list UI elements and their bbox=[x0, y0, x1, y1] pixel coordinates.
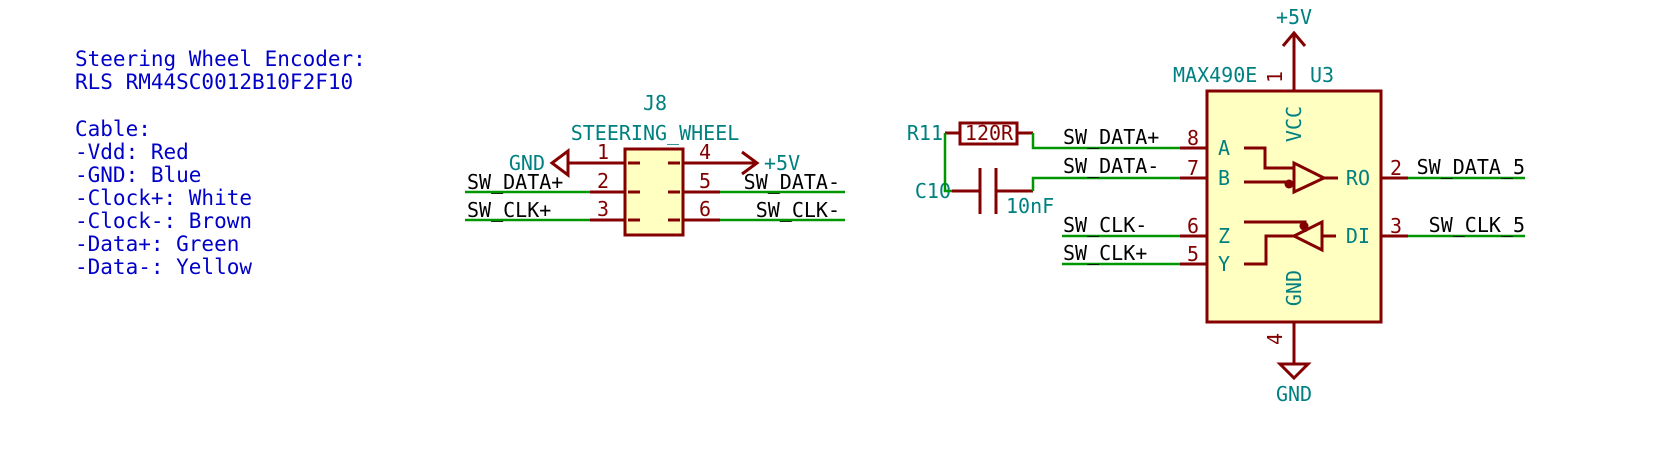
net-label-sw-clk-plus: SW_CLK+ bbox=[467, 198, 551, 222]
encoder-notes: Steering Wheel Encoder: RLS RM44SC0012B1… bbox=[75, 47, 366, 279]
net-label-sw-data-plus: SW_DATA+ bbox=[467, 170, 563, 194]
connector-pins bbox=[590, 161, 720, 222]
net-label-sw-clk-5: SW_CLK_5 bbox=[1429, 213, 1525, 237]
net-label-u3-data-minus: SW_DATA- bbox=[1063, 154, 1159, 178]
transceiver-wires bbox=[1062, 176, 1525, 266]
cable-line-clock-minus: -Clock-: Brown bbox=[75, 209, 252, 233]
transceiver-value: MAX490E bbox=[1173, 63, 1257, 87]
net-label-sw-clk-minus: SW_CLK- bbox=[756, 198, 840, 222]
connector-pin-6: 6 bbox=[699, 197, 711, 221]
driver-invert-dot bbox=[1299, 221, 1309, 231]
receiver-gate bbox=[1244, 146, 1338, 195]
cable-line-clock-plus: -Clock+: White bbox=[75, 186, 252, 210]
encoder-part-number: RLS RM44SC0012B10F2F10 bbox=[75, 70, 353, 94]
pin-gnd-number: 4 bbox=[1263, 333, 1287, 345]
receiver-invert-dot bbox=[1284, 179, 1294, 189]
transceiver-u3: MAX490E U3 +5V 1 VCC GND 4 GND 8 A 7 B 6… bbox=[1062, 5, 1525, 406]
transceiver-ref: U3 bbox=[1310, 63, 1334, 87]
top-power-symbol bbox=[1281, 30, 1307, 91]
pin-3-number: 3 bbox=[1390, 214, 1402, 238]
termination-wires bbox=[943, 133, 1180, 193]
pin-7-number: 7 bbox=[1187, 156, 1199, 180]
pin-gnd-label: GND bbox=[1282, 270, 1306, 306]
cable-line-gnd: -GND: Blue bbox=[75, 163, 201, 187]
net-label-u3-clk-plus: SW_CLK+ bbox=[1063, 241, 1147, 265]
pin-8-number: 8 bbox=[1187, 126, 1199, 150]
connector-contacts bbox=[628, 161, 680, 222]
vcc-flag-symbol bbox=[720, 150, 760, 176]
connector-value: STEERING_WHEEL bbox=[571, 121, 740, 145]
capacitor-c10-symbol bbox=[952, 168, 1033, 214]
pin-ro-label: RO bbox=[1346, 166, 1370, 190]
cable-line-data-plus: -Data+: Green bbox=[75, 232, 239, 256]
pin-6-number: 6 bbox=[1187, 214, 1199, 238]
top-power-label: +5V bbox=[1276, 5, 1312, 29]
pin-2-number: 2 bbox=[1390, 156, 1402, 180]
pin-b-label: B bbox=[1218, 166, 1230, 190]
pin-vcc-label: VCC bbox=[1282, 106, 1306, 142]
pin-y-label: Y bbox=[1218, 252, 1230, 276]
connector-pin-3: 3 bbox=[597, 197, 609, 221]
connector-pin-5: 5 bbox=[699, 169, 711, 193]
connector-pin-1: 1 bbox=[597, 140, 609, 164]
net-label-sw-data-minus: SW_DATA- bbox=[744, 170, 840, 194]
pin-a-label: A bbox=[1218, 136, 1230, 160]
gnd-flag-label: GND bbox=[509, 151, 545, 175]
capacitor-value: 10nF bbox=[1006, 194, 1054, 218]
cable-header: Cable: bbox=[75, 117, 151, 141]
pin-vcc-number: 1 bbox=[1263, 71, 1287, 83]
cable-line-data-minus: -Data-: Yellow bbox=[75, 255, 252, 279]
termination-network: R11 120R C10 10nF bbox=[907, 121, 1180, 218]
transceiver-body bbox=[1205, 89, 1383, 324]
connector-j8: J8 STEERING_WHEEL 1 2 3 4 5 6 GND +5V SW… bbox=[465, 91, 845, 237]
connector-pin-4: 4 bbox=[699, 140, 711, 164]
vcc-flag-label: +5V bbox=[764, 151, 800, 175]
connector-pin-2: 2 bbox=[597, 169, 609, 193]
connector-ref: J8 bbox=[643, 91, 667, 115]
cable-line-vdd: -Vdd: Red bbox=[75, 140, 189, 164]
driver-gate bbox=[1244, 219, 1336, 266]
encoder-title: Steering Wheel Encoder: bbox=[75, 47, 366, 71]
net-label-sw-data-5: SW_DATA_5 bbox=[1417, 155, 1525, 179]
connector-wires bbox=[465, 190, 845, 222]
gnd-flag-symbol bbox=[549, 148, 590, 178]
net-label-u3-clk-minus: SW_CLK- bbox=[1063, 213, 1147, 237]
resistor-value: 120R bbox=[965, 121, 1014, 145]
pin-z-label: Z bbox=[1218, 224, 1230, 248]
net-label-u3-data-plus: SW_DATA+ bbox=[1063, 125, 1159, 149]
pin-5-number: 5 bbox=[1187, 242, 1199, 266]
transceiver-pin-stubs bbox=[1180, 146, 1408, 266]
resistor-ref: R11 bbox=[907, 121, 943, 145]
bottom-gnd-symbol bbox=[1276, 322, 1312, 381]
pin-di-label: DI bbox=[1346, 224, 1370, 248]
bottom-gnd-label: GND bbox=[1276, 382, 1312, 406]
